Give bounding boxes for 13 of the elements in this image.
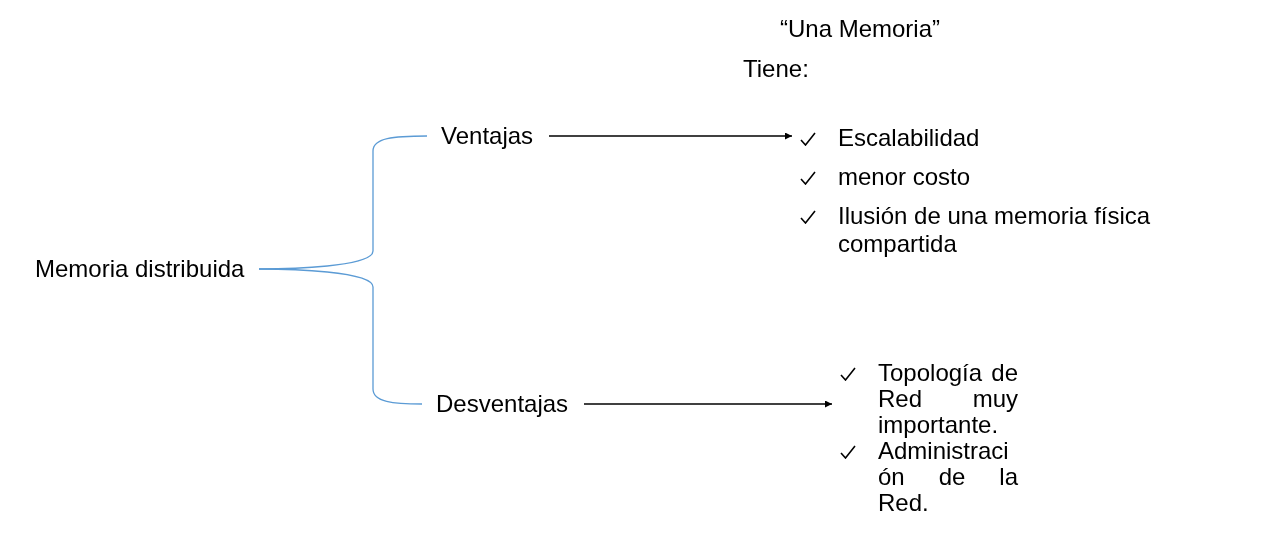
list-item: Administración de la Red. xyxy=(878,438,1018,516)
list-item: Escalabilidad xyxy=(838,124,980,152)
topic-label: Desventajas xyxy=(436,390,569,418)
list-heading: “Una Memoria” xyxy=(780,15,941,43)
arrow xyxy=(548,132,793,140)
list-item: Ilusión de una memoria física compartida xyxy=(838,202,1152,258)
topic-label: Ventajas xyxy=(441,122,534,150)
brace-line xyxy=(258,268,423,405)
list-item: menor costo xyxy=(838,163,971,191)
list-item: Topología de Red muy importante. xyxy=(878,360,1018,438)
list-heading: Tiene: xyxy=(743,55,809,83)
topic-label: Memoria distribuida xyxy=(35,255,245,283)
arrow xyxy=(583,400,833,408)
